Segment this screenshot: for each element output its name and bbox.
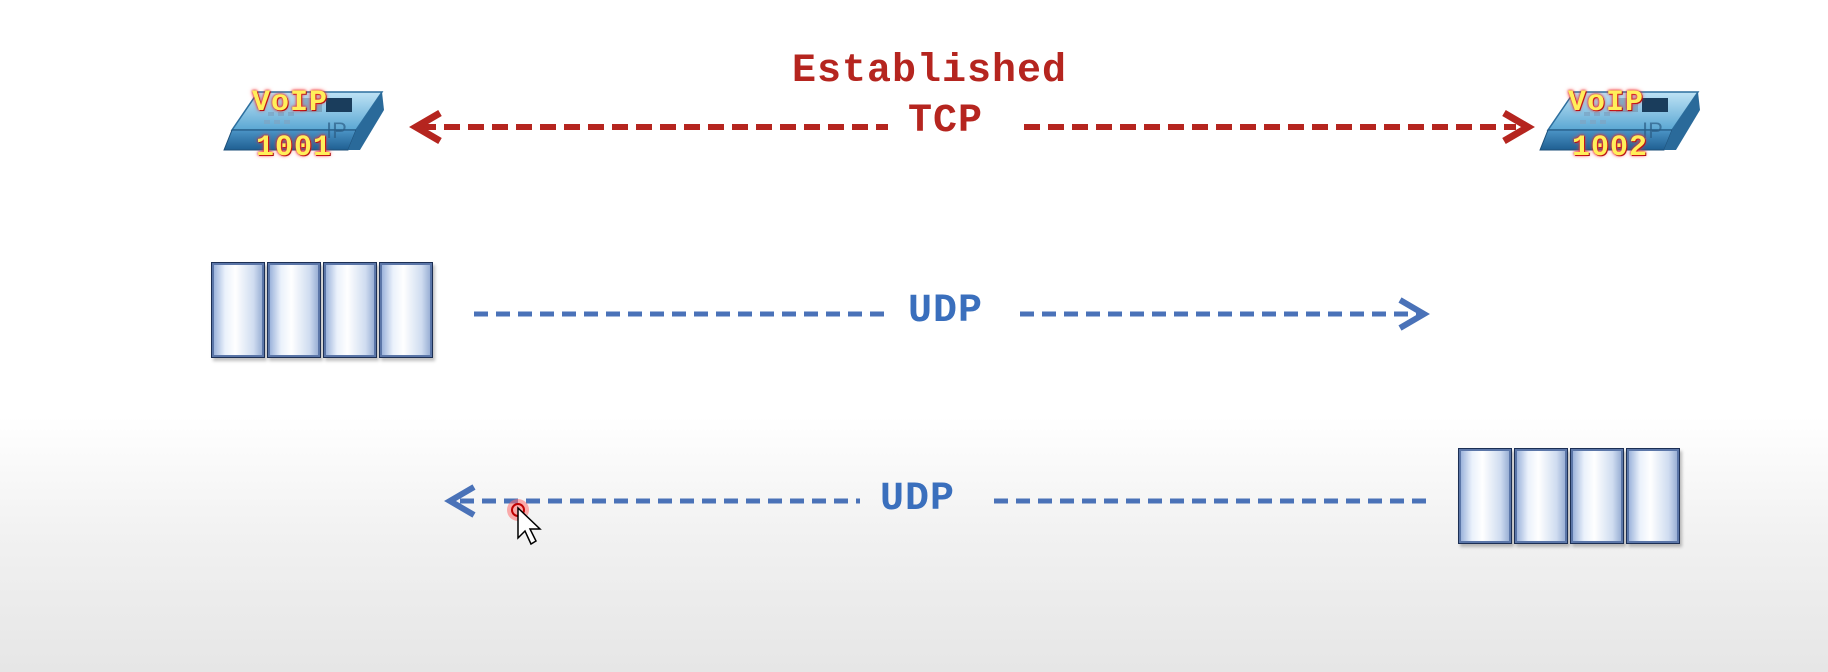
packet xyxy=(211,262,265,358)
phone-left-label-voip: VoIP xyxy=(252,86,329,120)
phone-right-label-number: 1002 xyxy=(1572,131,1649,165)
svg-text:IP: IP xyxy=(326,118,347,143)
packet xyxy=(1458,448,1512,544)
udp-bottom-label: UDP xyxy=(880,477,956,522)
phone-left-label-number: 1001 xyxy=(256,131,333,165)
svg-text:IP: IP xyxy=(1642,118,1663,143)
udp-arrow-right xyxy=(474,297,1430,331)
tcp-label: TCP xyxy=(908,99,984,144)
packet xyxy=(379,262,433,358)
phone-1002-icon: IP xyxy=(1539,91,1700,151)
tcp-arrow xyxy=(409,109,1535,145)
packet-buffer-right xyxy=(1458,448,1682,544)
packet xyxy=(1570,448,1624,544)
mouse-pointer-icon xyxy=(507,499,542,546)
packet-buffer-left xyxy=(211,262,435,358)
phone-right-label-voip: VoIP xyxy=(1568,86,1645,120)
udp-arrow-left xyxy=(444,484,1430,518)
packet xyxy=(323,262,377,358)
packet xyxy=(267,262,321,358)
udp-top-label: UDP xyxy=(908,289,984,334)
tcp-established-label: Established xyxy=(792,49,1068,94)
packet xyxy=(1514,448,1568,544)
phone-1001-icon: IP xyxy=(223,91,384,151)
packet xyxy=(1626,448,1680,544)
